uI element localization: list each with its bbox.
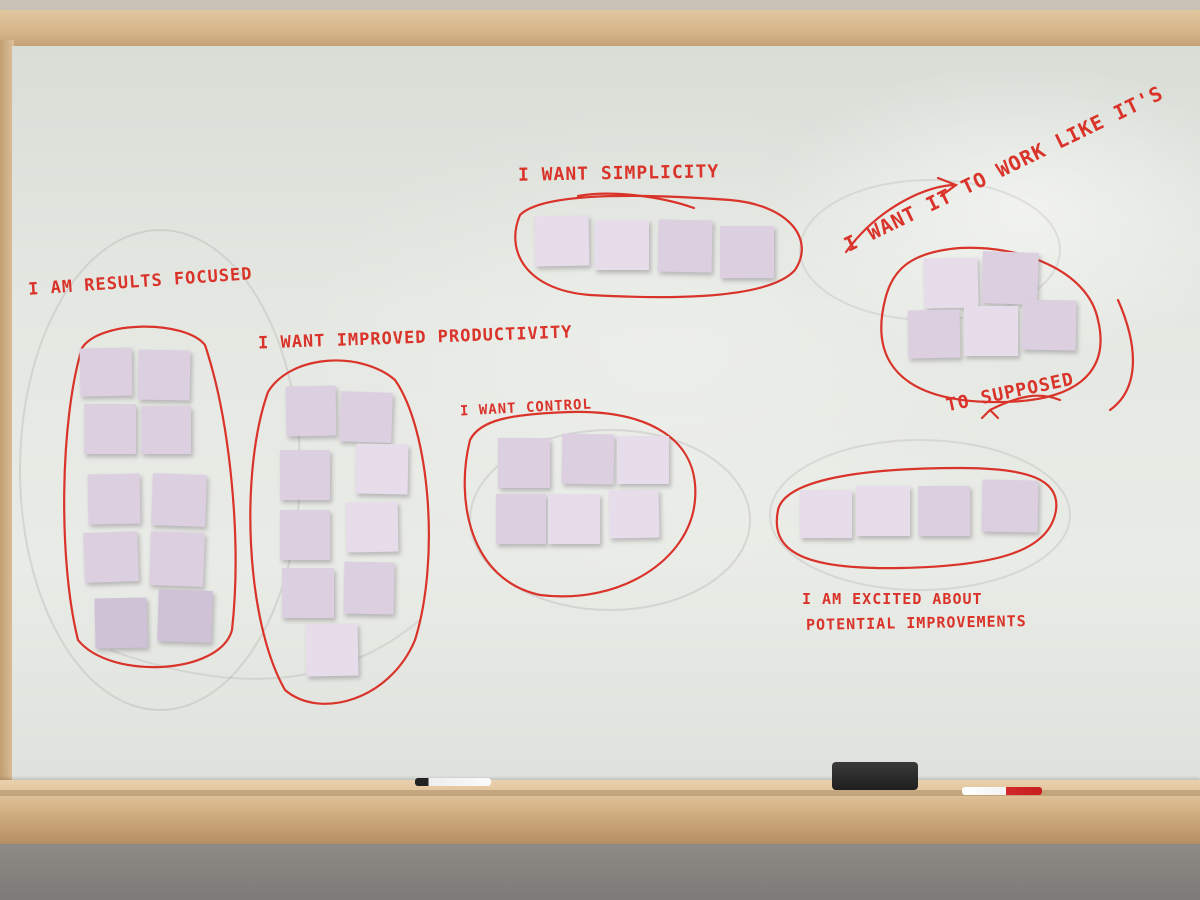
sticky-note (800, 490, 852, 538)
sticky-note (83, 531, 139, 583)
sticky-note (923, 257, 979, 309)
sticky-note (548, 494, 600, 544)
sticky-note (285, 385, 337, 437)
sticky-note (907, 309, 961, 359)
sticky-note (79, 347, 133, 397)
heading-simplicity: I WANT SIMPLICITY (517, 161, 720, 186)
black-marker (415, 778, 491, 786)
heading-excited-line1: I AM EXCITED ABOUT (802, 590, 983, 608)
whiteboard-frame-left (0, 40, 14, 790)
red-marker (962, 787, 1042, 795)
sticky-note (964, 306, 1018, 356)
sticky-note (856, 486, 910, 536)
sticky-note (305, 623, 359, 677)
sticky-note (280, 510, 330, 560)
sticky-note (355, 443, 409, 495)
sticky-note (981, 479, 1039, 533)
sticky-note (149, 531, 205, 587)
sticky-note (608, 489, 660, 539)
sticky-note (918, 486, 970, 536)
sticky-note (345, 501, 399, 553)
sticky-note (280, 450, 330, 500)
sticky-note (84, 404, 136, 454)
sticky-note (87, 473, 141, 525)
whiteboard-eraser (832, 762, 918, 790)
carpet (0, 842, 1200, 900)
sticky-note (595, 220, 649, 270)
sticky-note (657, 219, 713, 273)
sticky-note (981, 251, 1039, 305)
sticky-note (141, 406, 191, 454)
sticky-note (151, 473, 207, 527)
sticky-note (496, 494, 546, 544)
sticky-note (339, 391, 393, 443)
sticky-note (94, 597, 148, 649)
sticky-note (1021, 299, 1077, 351)
heading-excited-line2: POTENTIAL IMPROVEMENTS (805, 612, 1027, 634)
sticky-note (617, 436, 669, 484)
sticky-note (137, 349, 191, 401)
sticky-note (282, 568, 334, 618)
sticky-note (498, 438, 550, 488)
sticky-note (343, 561, 395, 615)
marker-tray-lip (0, 790, 1200, 796)
whiteboard-frame-top (0, 10, 1200, 50)
sticky-note (561, 433, 615, 485)
sticky-note (534, 215, 590, 267)
sticky-note (157, 589, 213, 643)
sticky-note (720, 226, 774, 278)
